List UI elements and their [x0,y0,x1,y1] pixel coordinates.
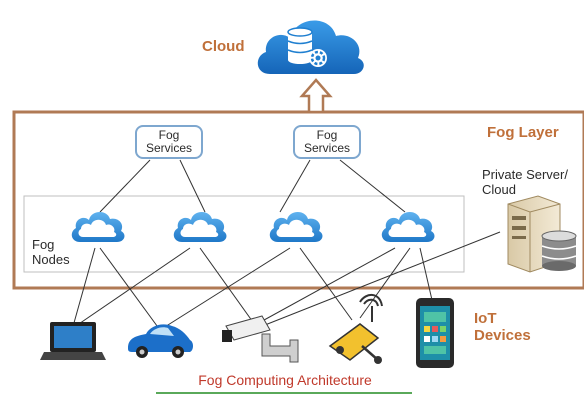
fog-node-cloud-icon [173,211,227,242]
fog-services-line2: Services [303,141,350,155]
laptop-icon [40,322,106,360]
device-links [69,231,501,331]
fog-node-cloud-icon [269,211,323,242]
fog-node-cloud-icon [71,211,125,242]
fog-nodes-box [23,195,465,273]
private-server-label-line2: Cloud [482,181,516,197]
fog-services-line2: Services [145,141,192,155]
cctv-camera-icon [222,315,299,363]
server-database-icon [507,195,577,273]
fog-services-box: Fog Services [293,125,361,159]
fog-layer-label: Fog Layer [487,124,559,141]
fog-nodes-label-line2: Nodes [32,251,70,267]
fog-services-line1: Fog [316,127,338,142]
iot-devices-label-line2: Devices [474,327,531,345]
service-links [99,159,406,213]
car-icon [128,324,193,358]
caption-underline [156,392,412,394]
fog-services-line1: Fog [158,127,180,142]
iot-devices-label-line1: IoT [474,310,497,327]
cloud-database-gear-icon [257,20,364,74]
diagram-caption: Fog Computing Architecture [198,372,372,388]
iot-devices-label: IoT Devices [474,310,531,345]
webcam-icon [328,294,383,364]
cloud-label: Cloud [202,38,245,55]
fog-node-cloud-icon [381,211,435,242]
private-server-label: Private Server/ Cloud [482,167,568,198]
hollow-up-arrow-icon [299,78,333,114]
fog-layer-box [12,110,584,290]
private-server-label-line1: Private Server/ [482,167,568,182]
fog-nodes-label-line1: Fog [32,237,55,252]
fog-services-box: Fog Services [135,125,203,159]
smartphone-icon [416,298,454,368]
fog-nodes-label: Fog Nodes [32,237,70,268]
